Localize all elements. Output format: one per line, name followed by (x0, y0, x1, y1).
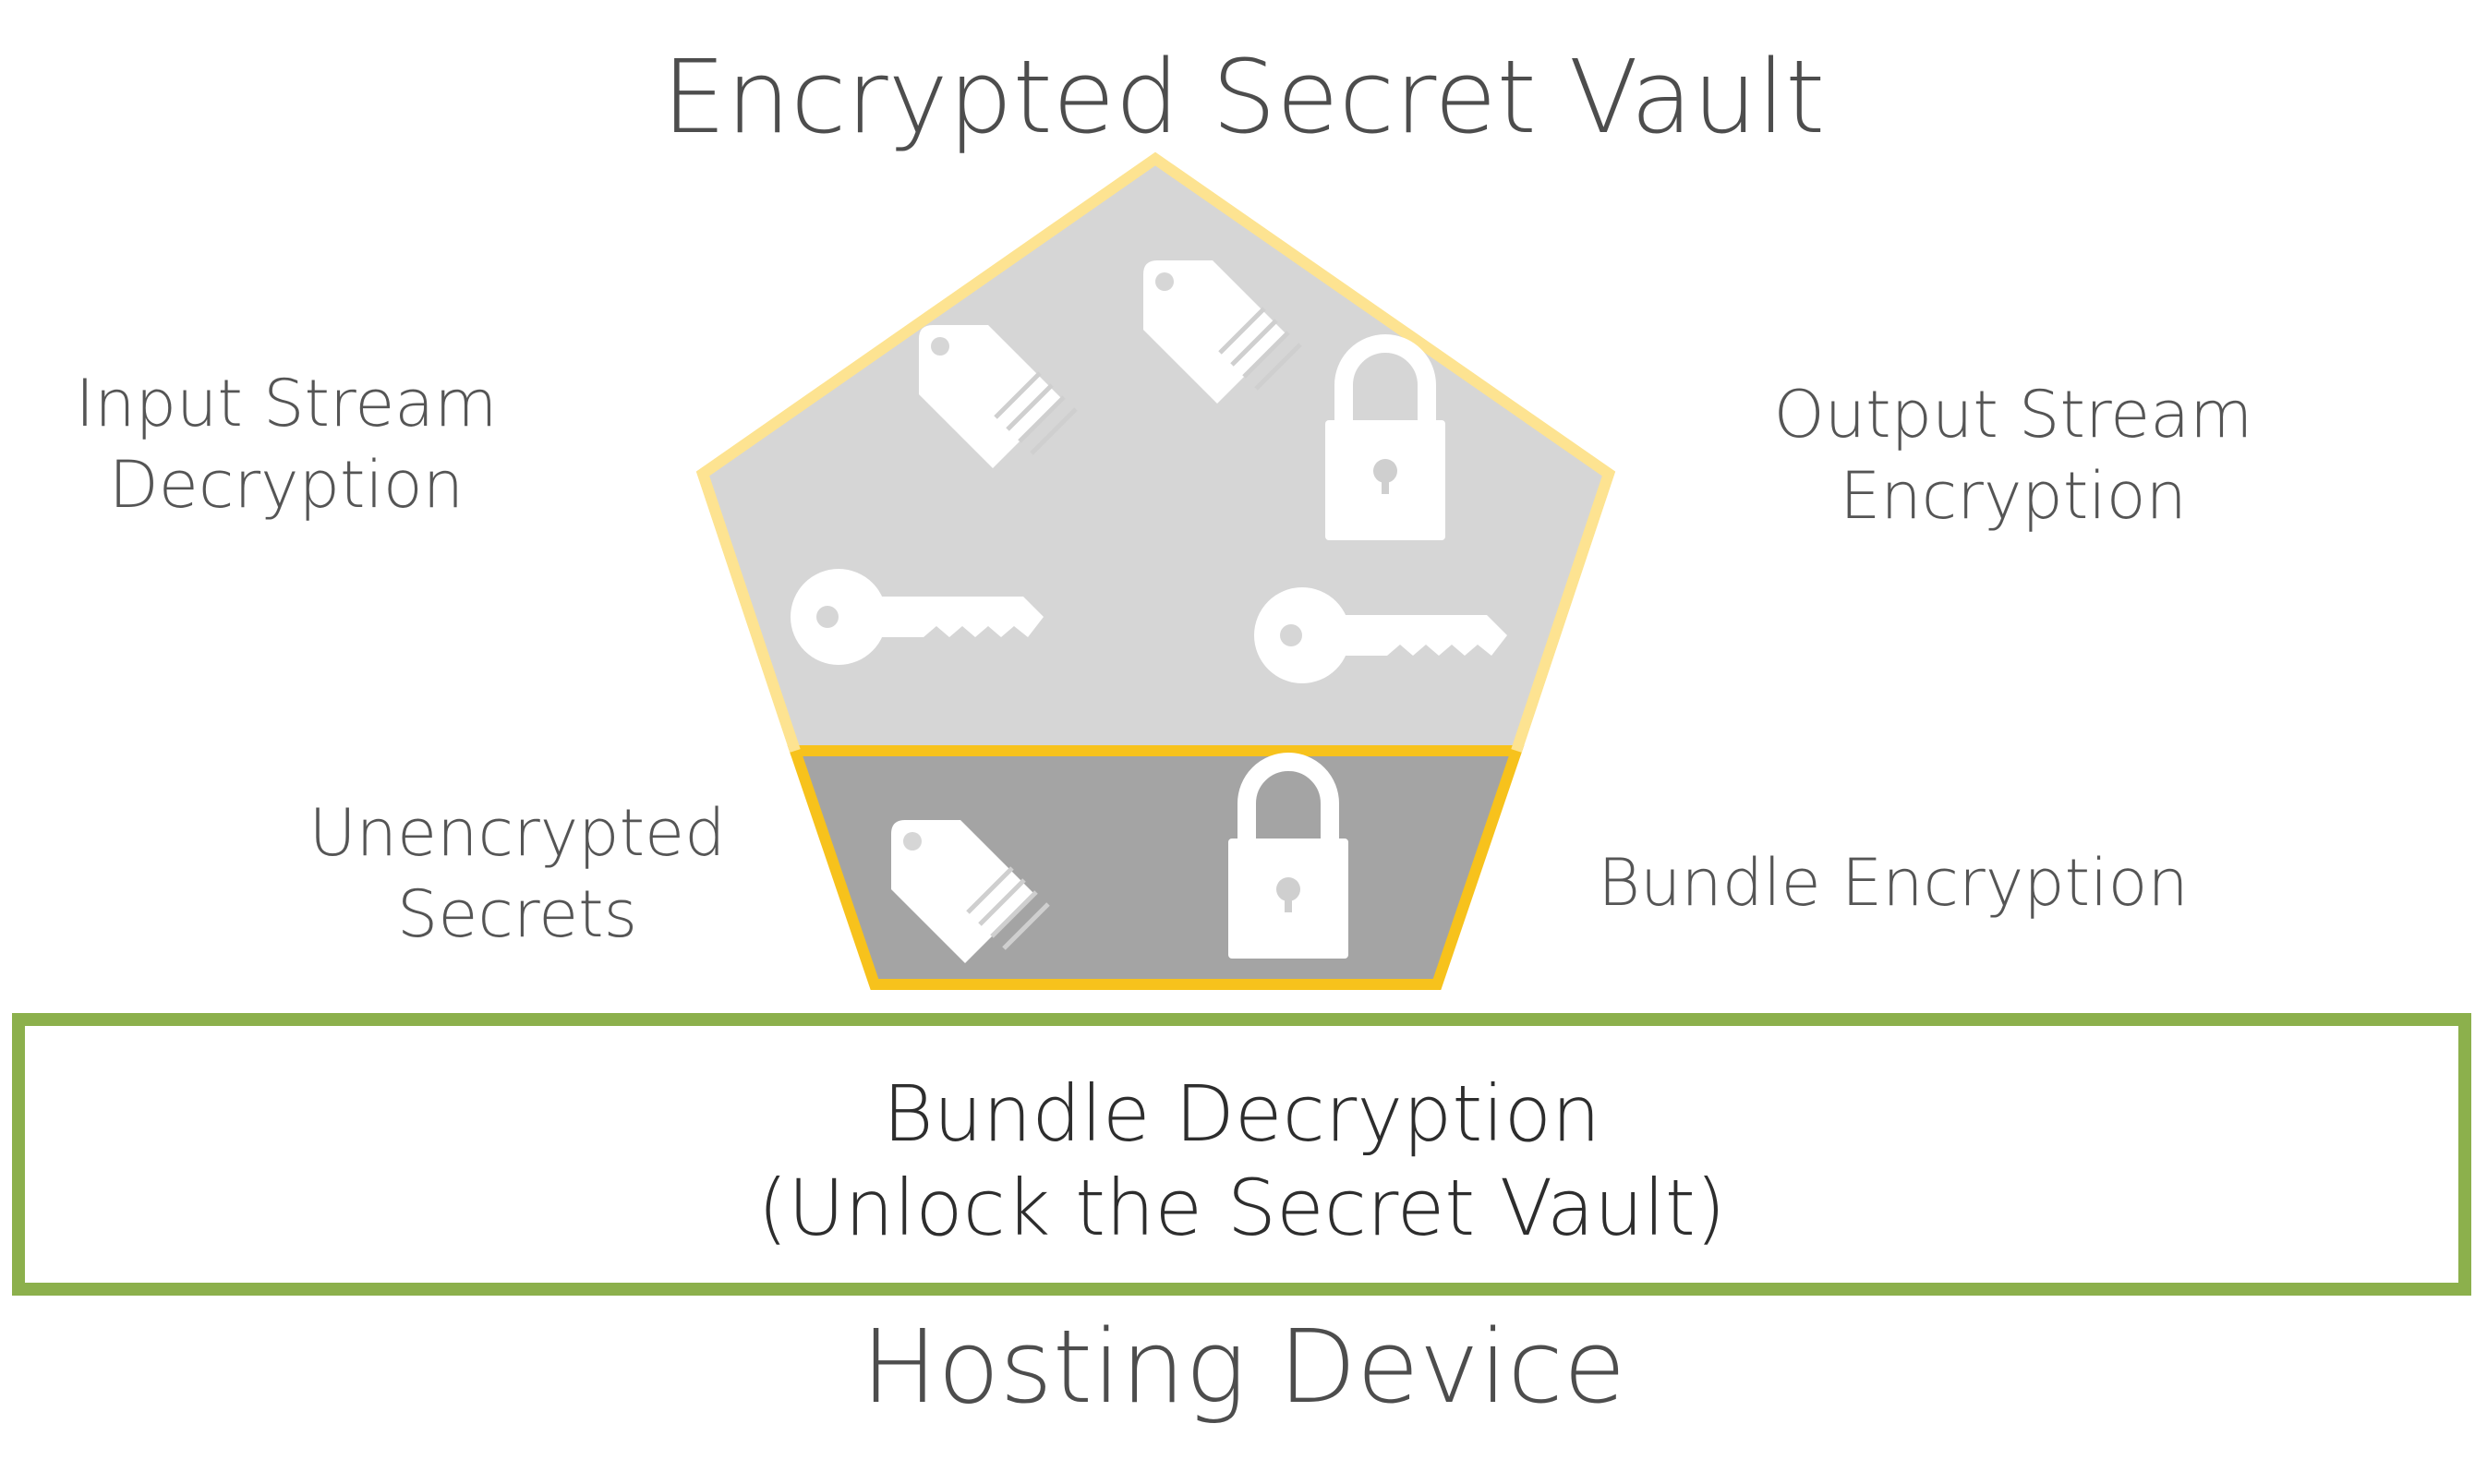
bundle-decryption-line-1: Bundle Decryption (882, 1068, 1601, 1159)
vault-title: Encrypted Secret Vault (661, 38, 1826, 156)
bundle-decryption-label: Bundle Decryption (Unlock the Secret Vau… (12, 1067, 2471, 1255)
unencrypted-line-1: Unencrypted (308, 795, 726, 871)
bundle-decryption-line-2: (Unlock the Secret Vault) (757, 1163, 1726, 1253)
unencrypted-secrets-label: Unencrypted Secrets (291, 792, 743, 955)
input-stream-line-2: Decryption (108, 447, 465, 523)
output-stream-encryption-label: Output Stream Encryption (1764, 374, 2263, 537)
bundle-encryption-label: Bundle Encryption (1598, 845, 2189, 921)
hosting-device-label: Hosting Device (861, 1308, 1626, 1426)
input-stream-decryption-label: Input Stream Decryption (46, 363, 526, 525)
input-stream-line-1: Input Stream (75, 366, 498, 441)
hosting-device-box (12, 1013, 2471, 1296)
output-stream-line-1: Output Stream (1773, 377, 2253, 452)
output-stream-line-2: Encryption (1840, 458, 2187, 534)
unencrypted-line-2: Secrets (396, 876, 638, 952)
